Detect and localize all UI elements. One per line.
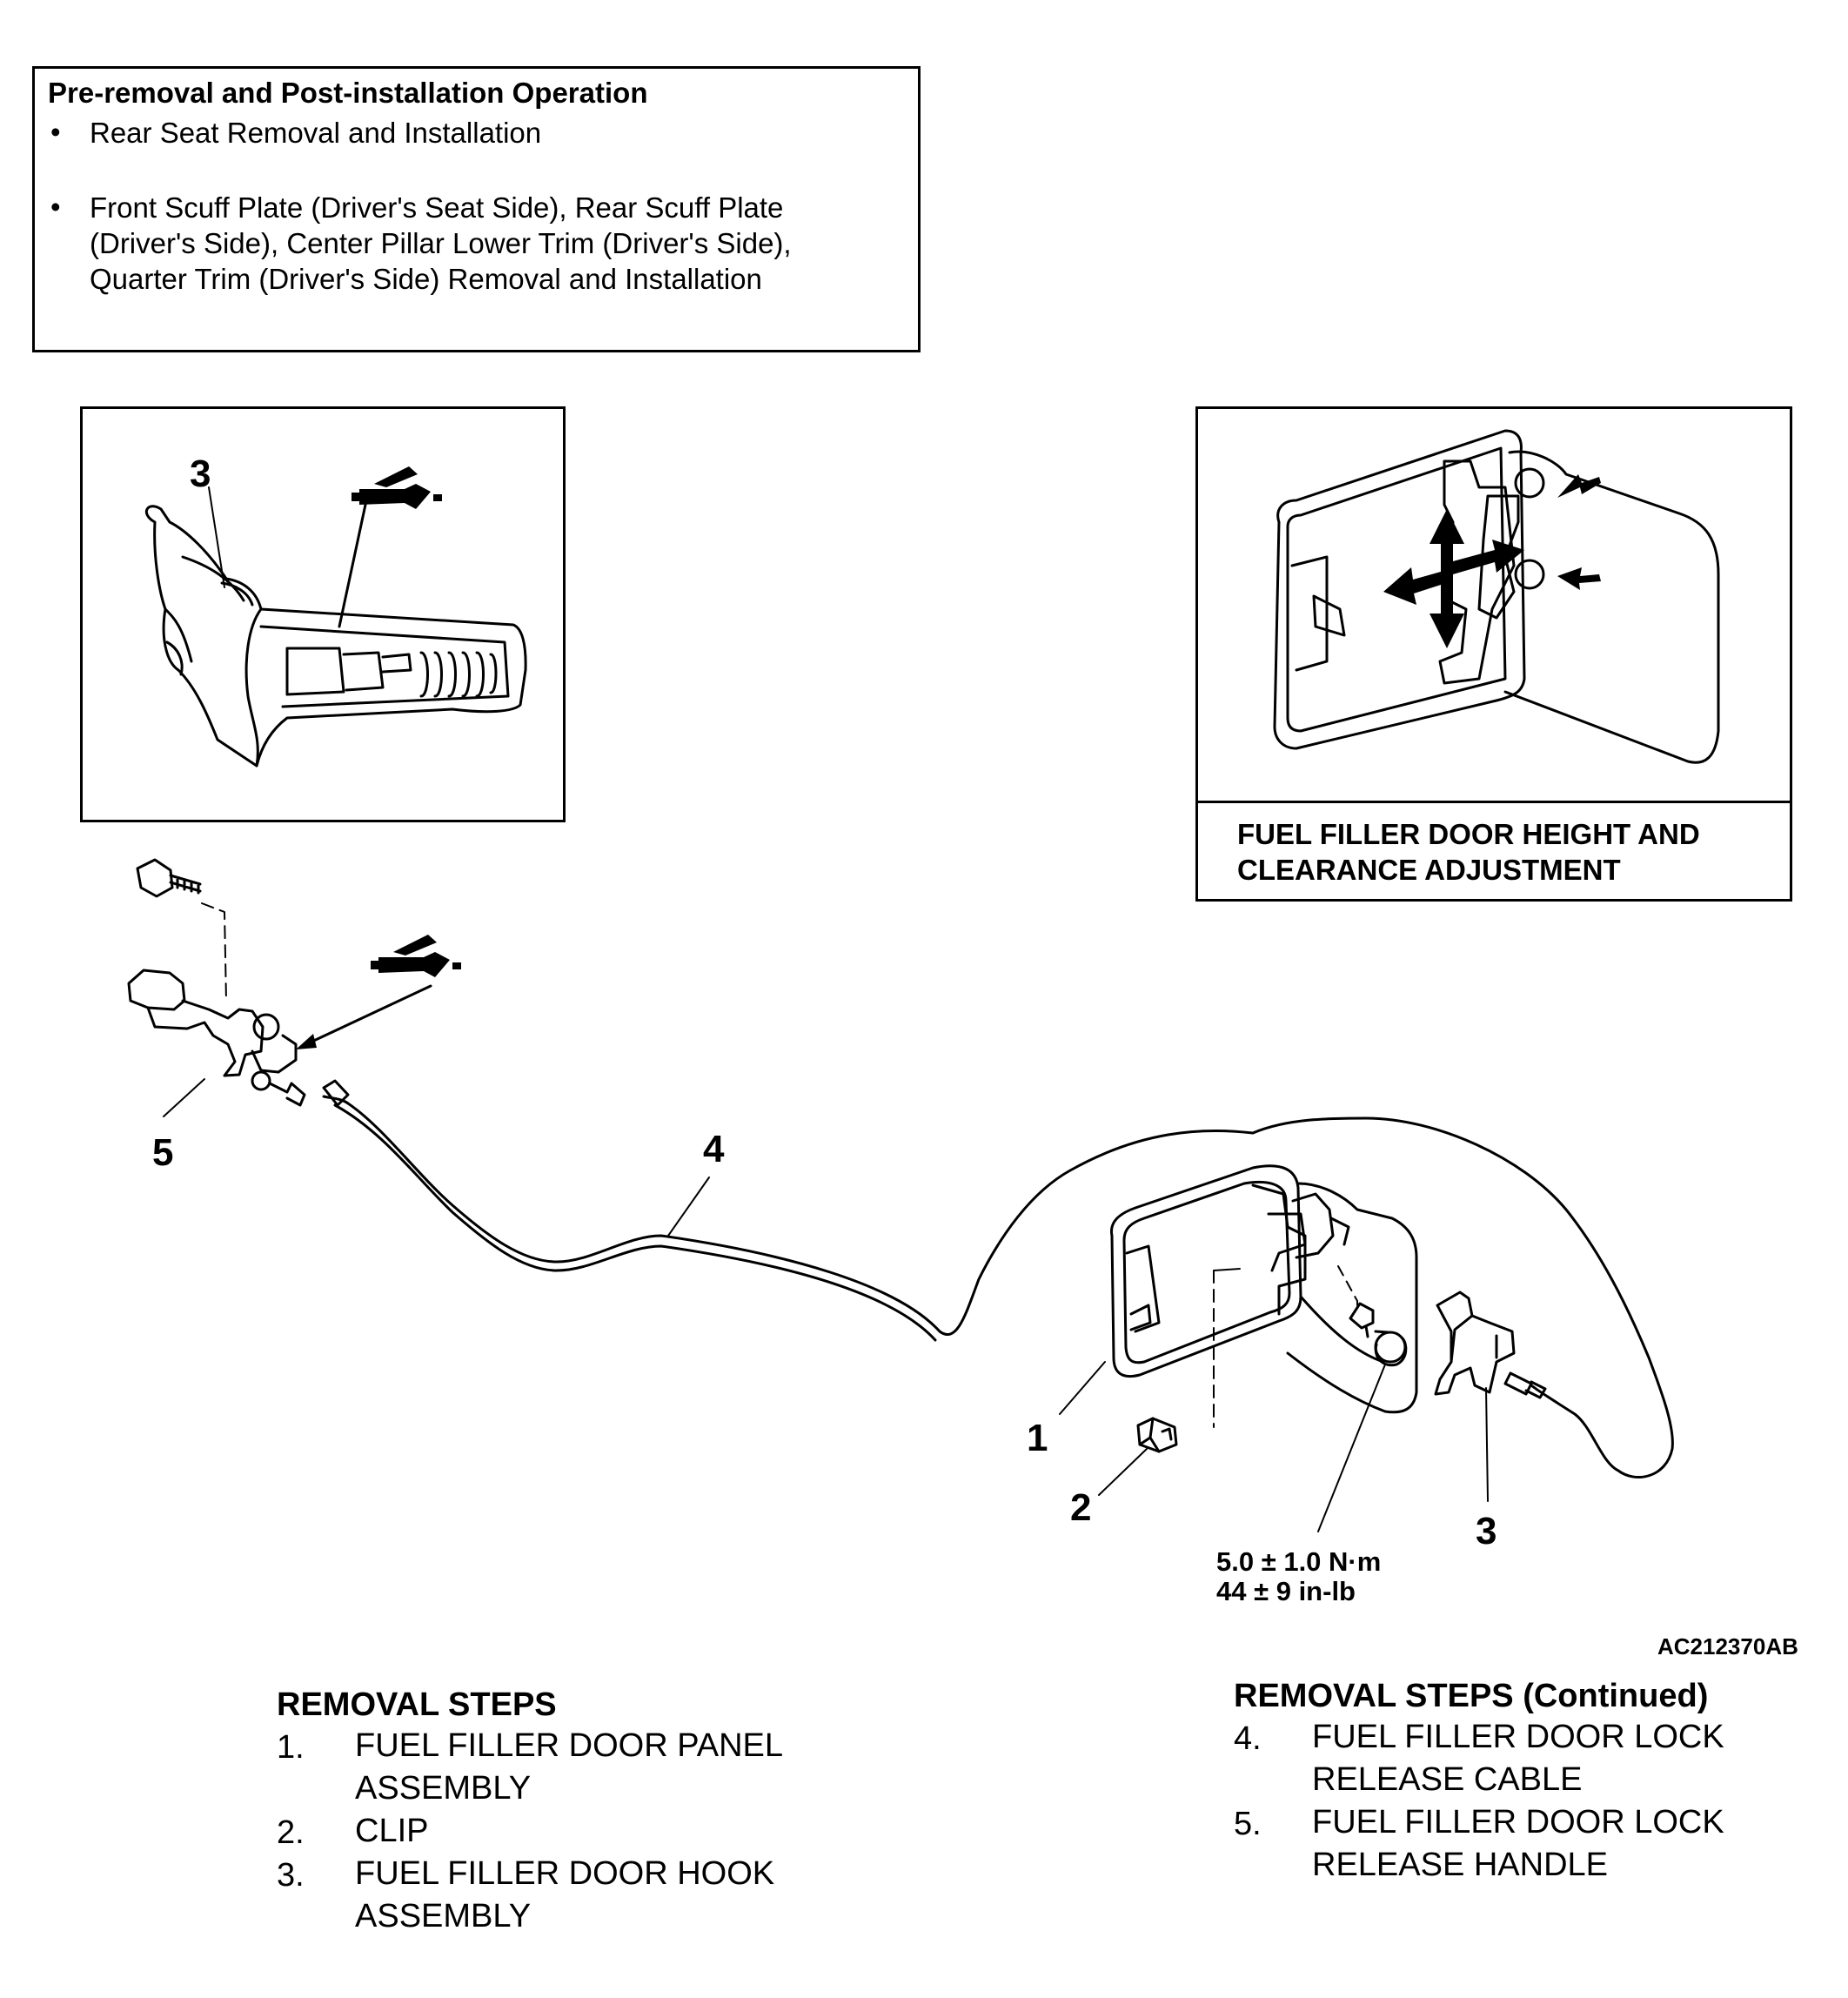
torque-metric: 5.0 ± 1.0 N·m [1216, 1546, 1382, 1577]
handle-bolt [136, 858, 202, 898]
inset-right-caption: FUEL FILLER DOOR HEIGHT AND CLEARANCE AD… [1237, 816, 1700, 888]
push-arrow-icon [1557, 474, 1601, 498]
step-3-line-2: ASSEMBLY [355, 1898, 532, 1934]
pre-removal-item-2-line-3: Quarter Trim (Driver's Side) Removal and… [90, 263, 762, 295]
inset-right-box [1195, 406, 1792, 902]
filler-door-panel [1109, 1164, 1418, 1414]
step-1-line-2: ASSEMBLY [355, 1770, 532, 1807]
step-5-line-2: RELEASE HANDLE [1312, 1847, 1609, 1883]
inset-right-divider [1195, 801, 1792, 803]
removal-steps-title: REMOVAL STEPS [277, 1686, 557, 1723]
filler-door-detail [1273, 429, 1720, 764]
removal-steps-continued-title: REMOVAL STEPS (Continued) [1234, 1678, 1709, 1714]
bullet-1: • [50, 116, 61, 148]
hook-assembly [1434, 1291, 1516, 1396]
torque-spec: 5.0 ± 1.0 N·m 44 ± 9 in-lb [1216, 1547, 1381, 1606]
caption-line-1: FUEL FILLER DOOR HEIGHT AND [1237, 818, 1700, 850]
step-3-line-1: FUEL FILLER DOOR HOOK [355, 1855, 775, 1892]
pre-removal-item-2-line-1: Front Scuff Plate (Driver's Seat Side), … [90, 191, 784, 224]
bullet-2: • [50, 191, 61, 223]
torque-imperial: 44 ± 9 in-lb [1216, 1576, 1356, 1606]
step-2-number: 2. [277, 1814, 305, 1851]
grease-gun-icon-left [352, 466, 442, 509]
callout-1: 1 [1027, 1417, 1048, 1459]
step-3-number: 3. [277, 1857, 305, 1894]
pre-removal-item-1: Rear Seat Removal and Installation [90, 117, 542, 149]
figure-reference: AC212370AB [1657, 1633, 1798, 1659]
step-1-number: 1. [277, 1729, 305, 1766]
four-way-arrow-icon [1383, 509, 1524, 648]
callout-4: 4 [703, 1128, 725, 1170]
step-5-line-1: FUEL FILLER DOOR LOCK [1312, 1804, 1724, 1840]
inset-left-box [80, 406, 566, 822]
pre-removal-item-2-line-2: (Driver's Side), Center Pillar Lower Tri… [90, 227, 792, 259]
door-screw [1349, 1302, 1408, 1367]
grease-gun-icon-main [371, 935, 461, 977]
clip [1136, 1417, 1178, 1453]
hook-assembly-detail [144, 486, 527, 768]
step-4-number: 4. [1234, 1720, 1262, 1757]
step-2-line-1: CLIP [355, 1813, 429, 1849]
callout-2: 2 [1070, 1486, 1092, 1529]
callout-5: 5 [152, 1131, 174, 1174]
step-4-line-1: FUEL FILLER DOOR LOCK [1312, 1719, 1724, 1755]
step-1-line-1: FUEL FILLER DOOR PANEL [355, 1727, 784, 1764]
release-cable [322, 1095, 1674, 1478]
step-4-line-2: RELEASE CABLE [1312, 1761, 1583, 1798]
pre-removal-title: Pre-removal and Post-installation Operat… [48, 77, 648, 109]
step-5-number: 5. [1234, 1806, 1262, 1842]
callout-3: 3 [1476, 1510, 1497, 1552]
pre-removal-box [32, 66, 921, 352]
caption-line-2: CLEARANCE ADJUSTMENT [1237, 854, 1621, 886]
inset-callout-3: 3 [190, 453, 211, 495]
release-handle [127, 969, 306, 1107]
